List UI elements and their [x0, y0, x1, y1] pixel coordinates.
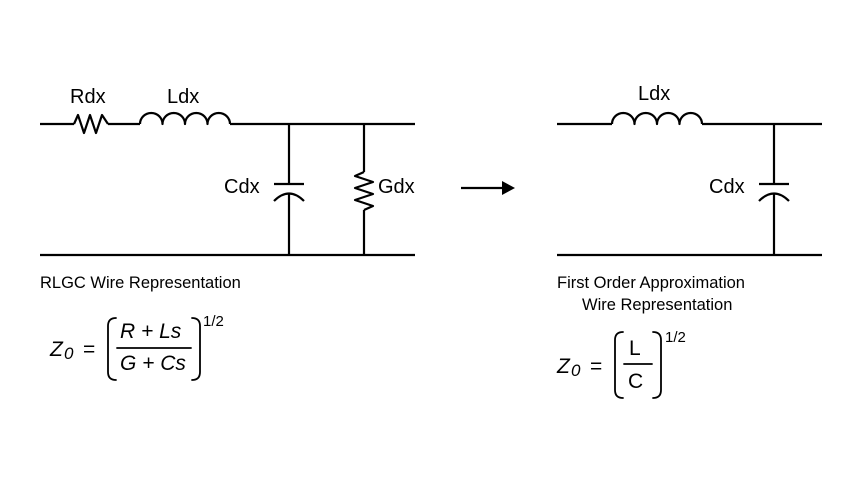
- rlgc-impedance-equation: Z 0 = R + Ls G + Cs 1/2: [49, 313, 224, 381]
- approx-capacitor: [758, 124, 790, 255]
- eq1-left-paren: [107, 317, 117, 381]
- eq2-left-paren: [614, 331, 624, 399]
- approx-label-cdx: Cdx: [709, 176, 745, 198]
- rlgc-caption: RLGC Wire Representation: [40, 274, 241, 292]
- rlgc-inductor: [138, 111, 232, 126]
- eq2-sub: 0: [571, 361, 581, 380]
- eq2-numerator: L: [629, 337, 641, 360]
- eq2-exponent: 1/2: [665, 329, 686, 346]
- label-rdx: Rdx: [70, 86, 106, 108]
- eq2-z: Z: [556, 355, 571, 378]
- eq2-denominator: C: [628, 370, 643, 393]
- eq1-z: Z: [49, 338, 64, 361]
- eq2-right-paren: [652, 331, 662, 399]
- eq1-denominator: G + Cs: [120, 352, 186, 375]
- eq1-numerator: R + Ls: [120, 320, 182, 343]
- approx-inductor: [610, 111, 704, 126]
- eq1-equals: =: [83, 338, 95, 361]
- rlgc-resistor-series: [72, 113, 109, 135]
- rlgc-capacitor: [273, 124, 305, 255]
- label-gdx: Gdx: [378, 176, 415, 198]
- eq1-exponent: 1/2: [203, 313, 224, 330]
- approx-caption-line1: First Order Approximation: [557, 274, 745, 292]
- eq1-sub: 0: [64, 344, 74, 363]
- label-cdx: Cdx: [224, 176, 260, 198]
- approx-circuit: Ldx Cdx: [557, 83, 822, 257]
- right-arrow-icon: [461, 181, 515, 195]
- approx-caption-line2: Wire Representation: [582, 296, 732, 314]
- approx-label-ldx: Ldx: [638, 83, 670, 105]
- label-ldx: Ldx: [167, 86, 199, 108]
- eq1-right-paren: [191, 317, 201, 381]
- rlgc-conductance: [353, 124, 375, 255]
- rlgc-circuit: Rdx Ldx Cdx Gdx: [40, 86, 415, 257]
- approx-impedance-equation: Z 0 = L C 1/2: [556, 329, 686, 399]
- eq2-equals: =: [590, 355, 602, 378]
